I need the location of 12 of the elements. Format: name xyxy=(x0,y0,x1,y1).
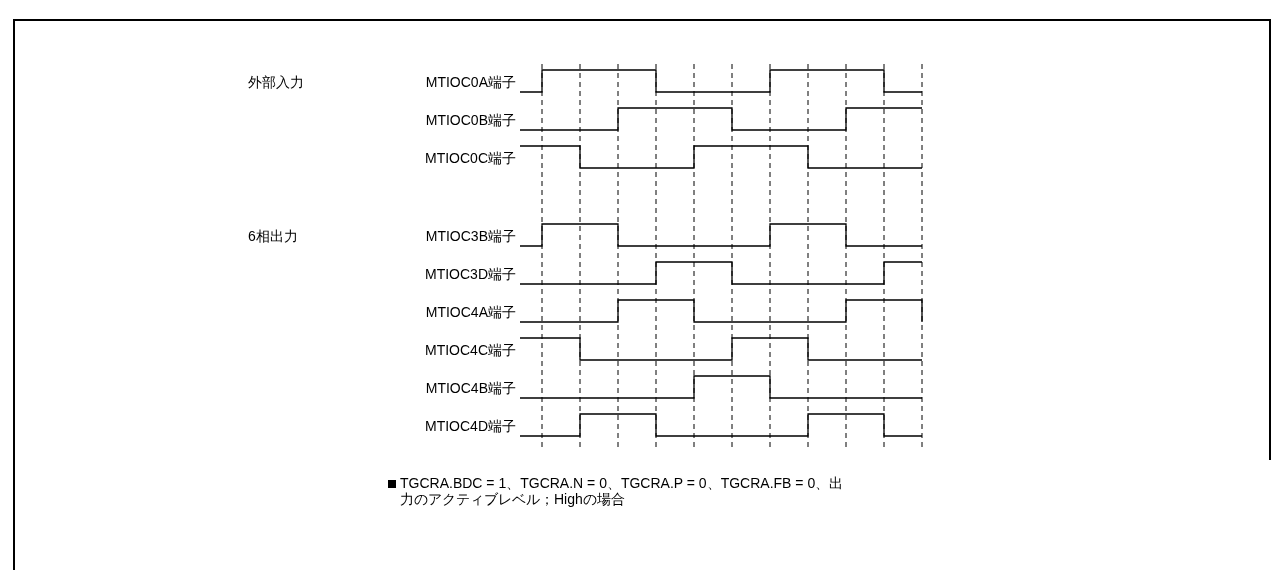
pin-label: MTIOC0A端子 xyxy=(425,74,516,90)
pin-label: MTIOC4D端子 xyxy=(425,418,516,434)
pin-label: MTIOC4B端子 xyxy=(425,380,516,396)
pin-label: MTIOC4C端子 xyxy=(425,342,516,358)
pin-label: MTIOC3B端子 xyxy=(425,228,516,244)
signal-group-label: 外部入力 xyxy=(248,74,304,90)
signal-group-label: 6相出力 xyxy=(248,228,298,244)
pin-label: MTIOC4A端子 xyxy=(425,304,516,320)
note-text: TGCRA.BDC = 1、TGCRA.N = 0、TGCRA.P = 0、TGCRA.FB = 0、出力のアクティブレベル；Highの場合 xyxy=(400,475,845,507)
pin-label: MTIOC0B端子 xyxy=(425,112,516,128)
pin-label: MTIOC0C端子 xyxy=(425,150,516,166)
pin-label: MTIOC3D端子 xyxy=(425,266,516,282)
